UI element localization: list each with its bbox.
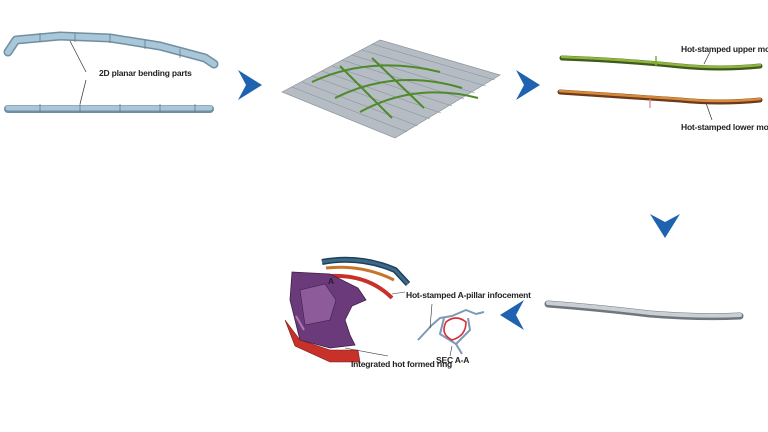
flow-arrow-1 <box>238 70 262 100</box>
formed-tube <box>544 300 744 321</box>
planar-bending-parts <box>3 31 219 113</box>
label-lower-mold: Hot-stamped lower mold <box>681 122 768 132</box>
bending-die <box>281 39 501 139</box>
label-sec-a-a: SEC A-A <box>436 355 470 365</box>
section-a-a <box>417 303 485 357</box>
upper-mold <box>559 55 763 71</box>
flow-arrow-4 <box>500 300 524 330</box>
label-upper-mold: Hot-stamped upper mold <box>681 44 768 54</box>
side-frame-assembly <box>284 256 411 363</box>
flow-arrow-2 <box>516 70 540 100</box>
label-integrated-ring: Integrated hot formed ring <box>351 359 453 369</box>
label-section-marker: A <box>328 276 334 286</box>
label-a-pillar: Hot-stamped A-pillar infocement <box>406 290 531 300</box>
lower-mold <box>557 89 763 108</box>
label-planar-bending-parts: 2D planar bending parts <box>99 68 192 78</box>
flow-arrow-3 <box>650 214 680 238</box>
